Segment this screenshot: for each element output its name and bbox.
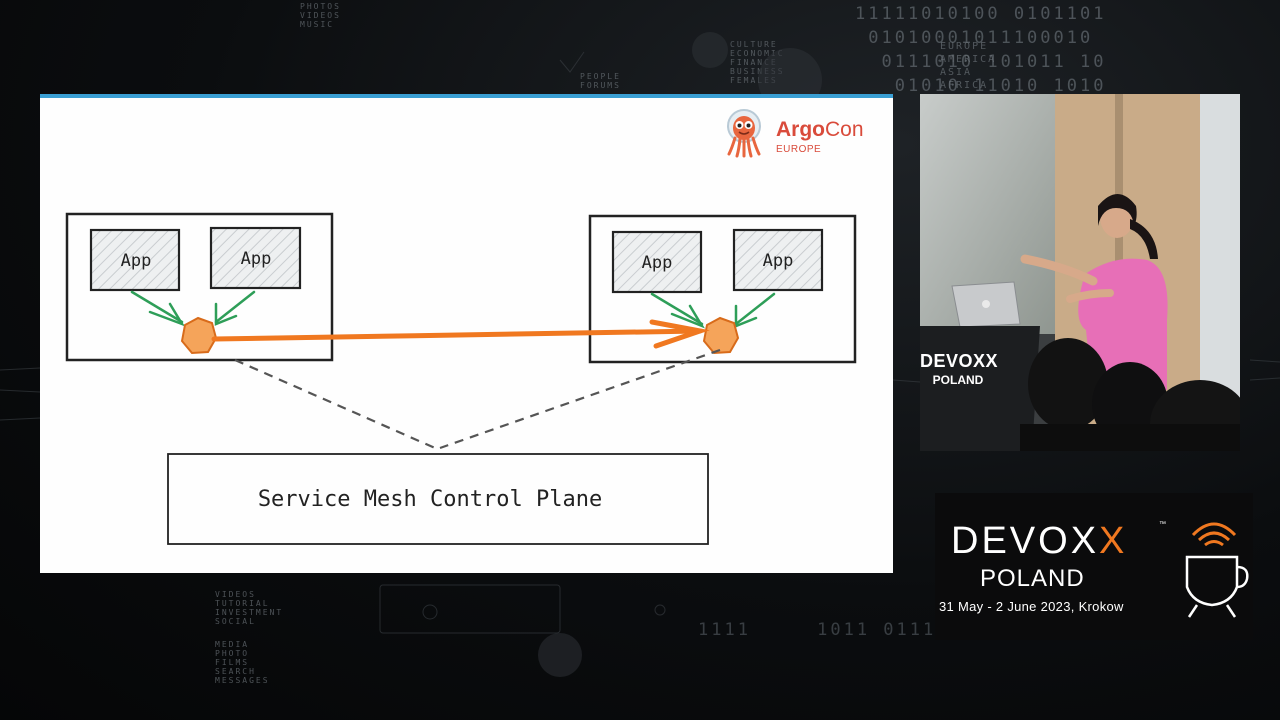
binary-pattern-top: 11111010100 0101101 01010001011100010 01… (855, 4, 1107, 96)
event-country: POLAND (980, 565, 1085, 592)
background-words-bottom-left: VIDEOS TUTORIAL INVESTMENT SOCIAL (215, 590, 284, 626)
cluster-box-left (65, 212, 334, 362)
cluster-box-right (588, 214, 857, 364)
presentation-slide: ArgoCon EUROPE App App App App (40, 94, 893, 573)
argo-octopus-logo (727, 109, 761, 158)
control-plane-links (234, 348, 721, 450)
control-plane-box (167, 453, 709, 545)
sidecar-proxy-left (180, 316, 218, 355)
app-box-3 (611, 230, 703, 294)
trademark-mark: ™ (1159, 521, 1166, 528)
background-words-culture: CULTURE ECONOMIC FINANCE BUSINESS FEMALE… (730, 40, 785, 85)
event-branding-card: DEVOXX ™ POLAND 31 May - 2 June 2023, Kr… (935, 493, 1253, 640)
event-title: DEVOXX (951, 520, 1128, 562)
control-plane-label: Service Mesh Control Plane (258, 487, 602, 512)
app-box-2 (209, 226, 302, 290)
sidecar-proxy-right (702, 316, 740, 355)
traffic-arrow (211, 319, 710, 349)
app-box-4 (732, 228, 824, 292)
app-label-1: App (121, 251, 152, 271)
speaker-scene (920, 94, 1240, 451)
app-label-2: App (241, 249, 272, 269)
app-proxy-connectors-right (650, 292, 776, 329)
service-mesh-diagram: App App App App (65, 212, 857, 545)
event-dates: 31 May - 2 June 2023, Krokow (939, 599, 1124, 614)
speaker-camera-feed: DEVOXX POLAND (920, 94, 1240, 451)
app-label-3: App (642, 253, 673, 273)
argocon-logo-subtitle: EUROPE (776, 144, 822, 155)
app-box-1 (89, 228, 181, 292)
background-words-people: PEOPLE FORUMS (580, 72, 621, 90)
argocon-logo-text: ArgoCon (776, 118, 864, 141)
devoxx-mug-icon (1185, 522, 1249, 618)
app-label-4: App (763, 251, 794, 271)
podium-devoxx-sign: DEVOXX POLAND (920, 351, 999, 387)
app-proxy-connectors-left (130, 290, 256, 327)
background-words-media: MEDIA PHOTO FILMS SEARCH MESSAGES (215, 640, 270, 685)
background-words-left: PHOTOS VIDEOS MUSIC (300, 2, 341, 29)
background-words-regions: EUROPE AMERICA ASIA AFRICA (940, 41, 997, 91)
